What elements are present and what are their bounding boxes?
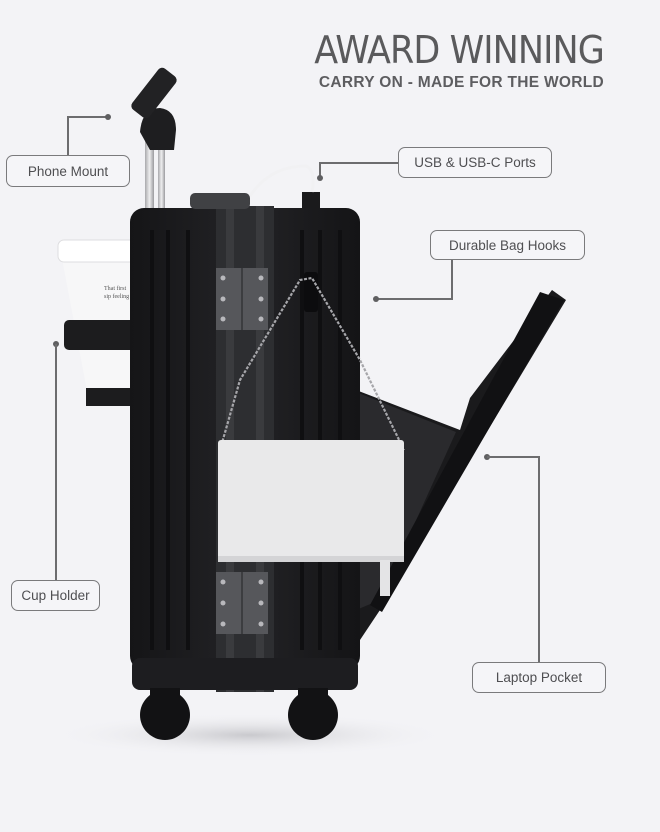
cup: That first sip feeling [57,239,137,406]
connector-dot [373,296,379,302]
connector-line [67,116,108,118]
connector-line [451,259,453,299]
handle-pole [145,140,154,212]
hanging-bag [218,440,404,562]
wheels [140,688,338,740]
phone-mount-device [131,67,177,150]
callout-laptop-pocket: Laptop Pocket [472,662,606,693]
headline-title: AWARD WINNING [314,28,605,72]
callout-bag-hooks: Durable Bag Hooks [430,230,585,260]
callout-phone-mount: Phone Mount [6,155,130,187]
callout-cup-holder: Cup Holder [11,580,100,611]
headline: AWARD WINNING CARRY ON - MADE FOR THE WO… [289,28,605,92]
svg-text:That first: That first [104,285,126,292]
connector-line [319,162,321,178]
headline-subtitle: CARRY ON - MADE FOR THE WORLD [318,74,604,91]
connector-line [319,162,399,164]
connector-line [376,298,453,300]
connector-dot [317,175,323,181]
connector-dot [105,114,111,120]
svg-text:sip feeling: sip feeling [104,293,129,300]
connector-line [55,344,57,581]
connector-line [538,456,540,663]
callout-usb-ports: USB & USB-C Ports [398,147,552,178]
connector-line [487,456,539,458]
connector-line [67,116,69,156]
suitcase-body [130,164,360,692]
